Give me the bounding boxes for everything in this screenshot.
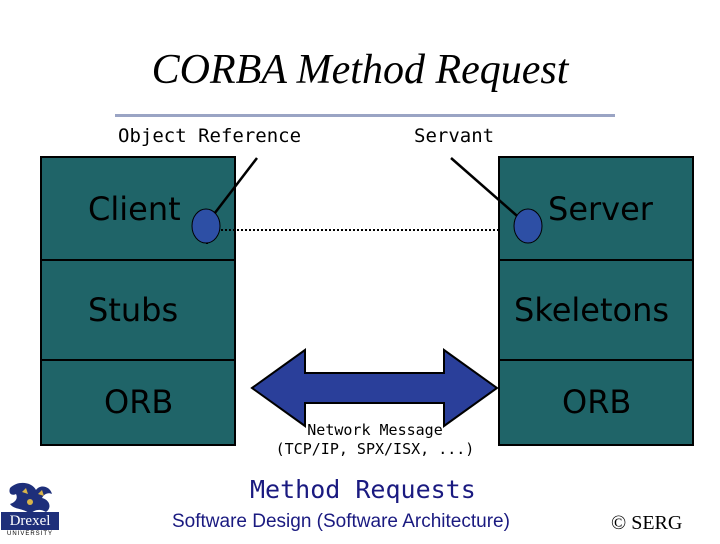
client-orb-box: ORB: [40, 361, 236, 446]
network-message-arrow: [250, 348, 499, 428]
client-box: Client: [40, 156, 236, 259]
network-message-label: Network Message (TCP/IP, SPX/ISX, ...): [245, 421, 505, 459]
stubs-label: Stubs: [88, 291, 179, 329]
servant-pointer: [450, 157, 525, 223]
skeletons-box: Skeletons: [498, 261, 694, 359]
client-orb-label: ORB: [104, 383, 174, 421]
server-label: Server: [548, 190, 653, 228]
client-stack: Client Stubs ORB: [40, 156, 236, 446]
method-requests-label: Method Requests: [250, 475, 476, 504]
server-orb-box: ORB: [498, 361, 694, 446]
logo-wordmark: Drexel: [1, 512, 59, 530]
stubs-box: Stubs: [40, 261, 236, 359]
network-message-line1: Network Message: [307, 421, 443, 439]
servant-dot: [513, 208, 543, 244]
object-reference-pointer: [207, 157, 258, 223]
client-divider: [40, 259, 236, 261]
server-orb-label: ORB: [562, 383, 632, 421]
drexel-logo: Drexel UNIVERSITY: [0, 478, 60, 540]
object-reference-dot: [191, 208, 221, 244]
servant-label: Servant: [414, 125, 495, 147]
client-label: Client: [88, 190, 181, 228]
request-path: [206, 229, 500, 244]
logo-subtitle: UNIVERSITY: [6, 531, 53, 537]
server-divider: [498, 259, 694, 261]
object-reference-label: Object Reference: [118, 125, 302, 147]
skeletons-divider: [498, 359, 694, 361]
skeletons-label: Skeletons: [514, 291, 670, 329]
stubs-divider: [40, 359, 236, 361]
title-divider: [115, 114, 615, 117]
page-title: CORBA Method Request: [151, 47, 569, 93]
footer-course: Software Design (Software Architecture): [172, 511, 510, 532]
footer-copyright: © SERG: [611, 512, 683, 534]
network-message-line2: (TCP/IP, SPX/ISX, ...): [275, 440, 475, 458]
